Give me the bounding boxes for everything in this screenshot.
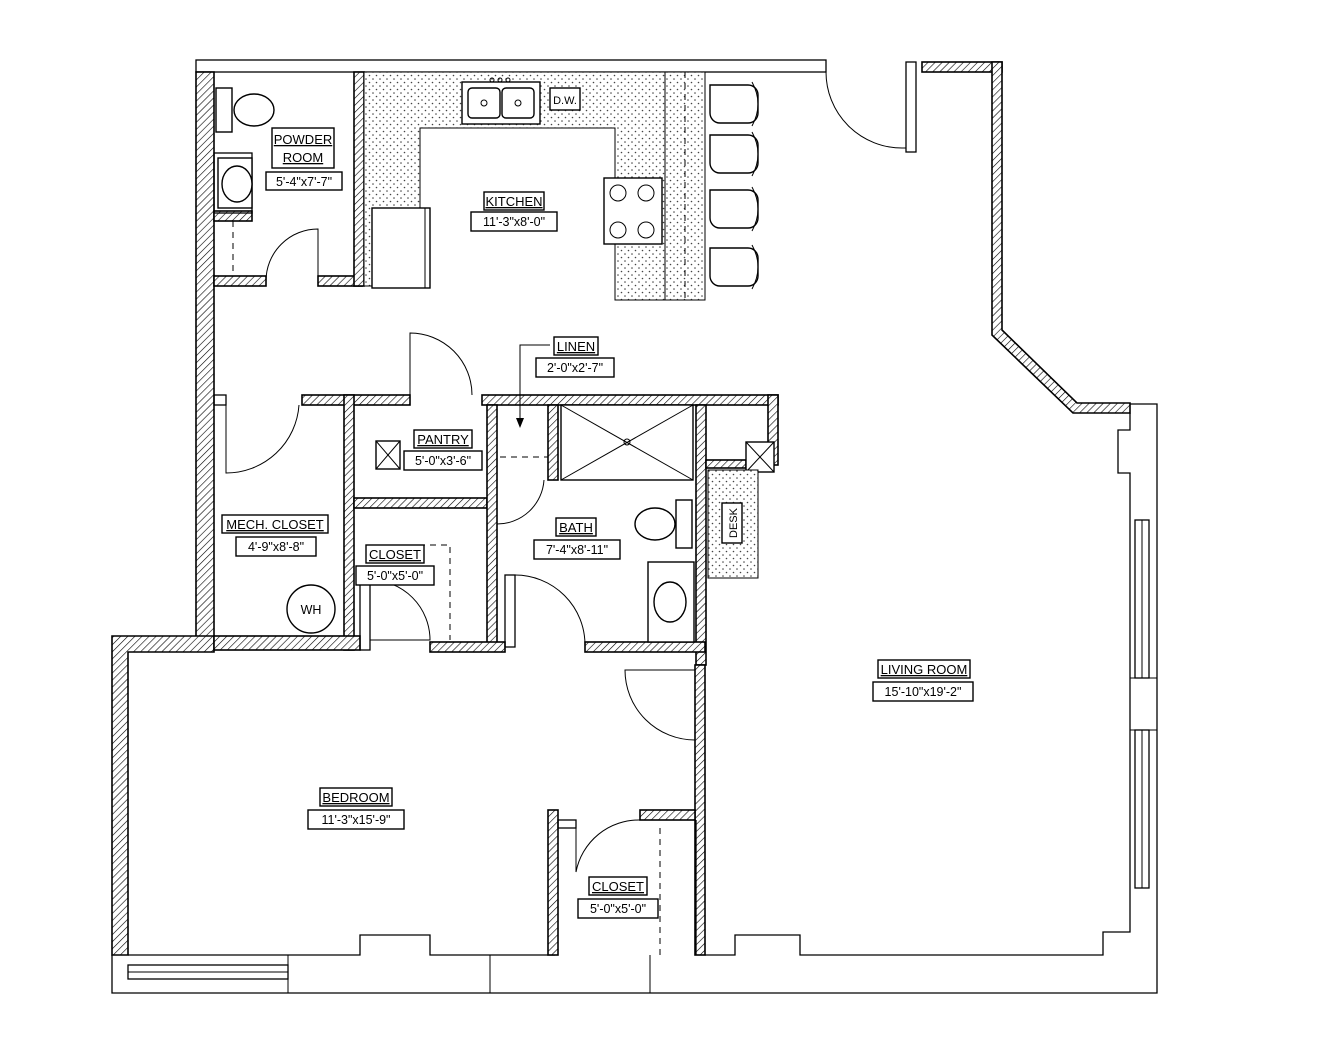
living-room-name: LIVING ROOM: [881, 662, 968, 677]
bedroom-west-wall: [111, 635, 215, 956]
bedroom-south-wall: [128, 934, 555, 956]
bath-sink: [653, 581, 687, 623]
dishwasher-label: D.W.: [553, 95, 577, 107]
bedroom-name: BEDROOM: [322, 790, 389, 805]
powder-room-name-2: ROOM: [283, 150, 323, 165]
left-wall: [195, 71, 215, 651]
desk-label: DESK: [728, 507, 740, 538]
toilet: [233, 93, 275, 127]
closet-hall-dims: 5'-0"x5'-0": [367, 569, 423, 583]
pantry-dims: 5'-0"x3'-6": [415, 454, 471, 468]
dishwasher: [549, 87, 581, 111]
exterior-walls: [111, 59, 1158, 994]
closet-bedroom-dims: 5'-0"x5'-0": [590, 902, 646, 916]
refrigerator: [371, 207, 431, 289]
closet-shelves: [232, 221, 661, 955]
linen-dims: 2'-0"x2'-7": [547, 361, 603, 375]
top-wall-right: [921, 61, 1003, 73]
bath-fixtures: DESK: [375, 344, 775, 643]
mech-closet-name: MECH. CLOSET: [226, 517, 324, 532]
closet-hall-name: CLOSET: [369, 547, 421, 562]
kitchen-fixtures: D.W.: [363, 71, 759, 301]
living-room-dims: 15'-10"x19'-2": [885, 685, 962, 699]
bath-toilet: [634, 507, 676, 541]
entry-jamb: [905, 61, 917, 153]
powder-room-dims: 5'-4"x7'-7": [276, 175, 332, 189]
pantry-name: PANTRY: [417, 432, 469, 447]
living-south-east-wall: [705, 413, 1131, 956]
interior-walls: [213, 71, 779, 956]
mech-closet-dims: 4'-9"x8'-8": [248, 540, 304, 554]
top-wall-left: [195, 59, 827, 73]
bar-stools: [709, 81, 759, 290]
bedroom-dims: 11'-3"x15'-9": [321, 813, 390, 827]
angled-wall: [991, 61, 1131, 414]
water-heater-label: WH: [301, 603, 322, 617]
closet-bedroom-name: CLOSET: [592, 879, 644, 894]
linen-name: LINEN: [557, 339, 595, 354]
room-labels: POWDER ROOM 5'-4"x7'-7" KITCHEN 11'-3"x8…: [221, 127, 974, 919]
powder-room-name-1: POWDER: [274, 132, 333, 147]
bath-dims: 7'-4"x8'-11": [546, 543, 608, 557]
powder-fixtures: [215, 87, 275, 209]
kitchen-dims: 11'-3"x8'-0": [483, 215, 545, 229]
bath-name: BATH: [559, 520, 593, 535]
range: [603, 177, 663, 245]
outer-boundary: [111, 403, 1158, 994]
powder-sink: [221, 165, 253, 203]
doors: [225, 62, 906, 873]
kitchen-name: KITCHEN: [485, 194, 542, 209]
water-heater: [286, 584, 336, 634]
